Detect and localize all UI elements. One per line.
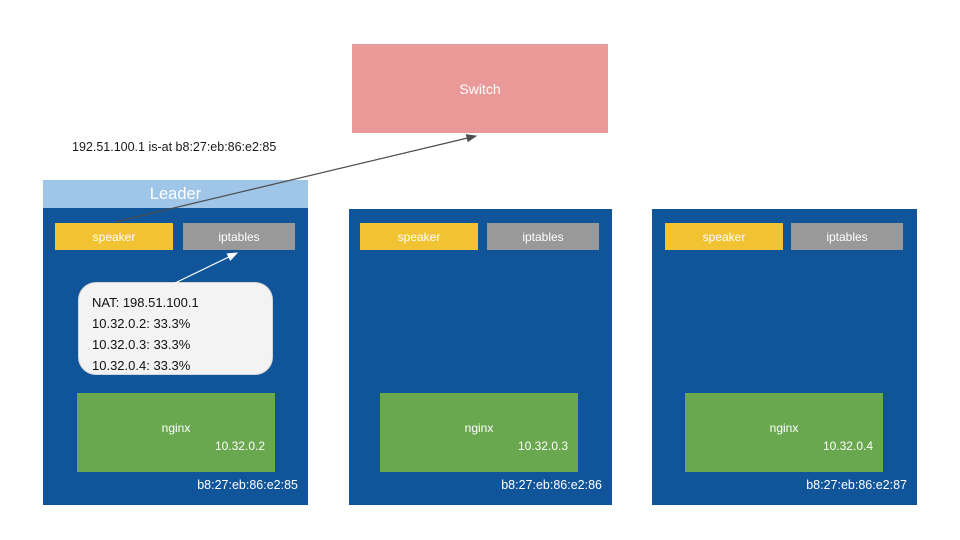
switch-box: Switch <box>352 44 608 133</box>
nat-callout: NAT: 198.51.100.1 10.32.0.2: 33.3% 10.32… <box>78 282 273 375</box>
nat-line: NAT: 198.51.100.1 <box>92 295 199 310</box>
node-mac-address: b8:27:eb:86:e2:87 <box>806 478 907 492</box>
nat-line: 10.32.0.2: 33.3% <box>92 316 191 331</box>
nginx-ip: 10.32.0.4 <box>822 439 873 453</box>
speaker-label: speaker <box>397 229 441 244</box>
speaker-pod-node-2: speaker <box>360 223 478 250</box>
nginx-box-leader: nginx 10.32.0.2 <box>77 393 275 472</box>
switch-label: Switch <box>459 80 501 97</box>
leader-label: Leader <box>149 184 202 203</box>
nginx-ip: 10.32.0.3 <box>517 439 568 453</box>
nat-line: 10.32.0.3: 33.3% <box>92 337 191 352</box>
node-3: speaker iptables nginx 10.32.0.4 b8:27:e… <box>652 209 917 505</box>
nginx-ip: 10.32.0.2 <box>214 439 265 453</box>
nginx-box-node-3: nginx 10.32.0.4 <box>685 393 883 472</box>
iptables-label: iptables <box>826 229 868 244</box>
iptables-label: iptables <box>218 229 260 244</box>
speaker-pod-node-3: speaker <box>665 223 783 250</box>
iptables-label: iptables <box>522 229 564 244</box>
iptables-pod-leader: iptables <box>183 223 295 250</box>
nginx-box-node-2: nginx 10.32.0.3 <box>380 393 578 472</box>
nginx-label: nginx <box>464 421 494 435</box>
nat-line: 10.32.0.4: 33.3% <box>92 358 191 373</box>
iptables-pod-node-2: iptables <box>487 223 599 250</box>
nginx-label: nginx <box>161 421 191 435</box>
node-mac-address: b8:27:eb:86:e2:85 <box>197 478 298 492</box>
node-leader: Leader speaker iptables NAT: 198.51.100.… <box>43 180 308 505</box>
nginx-label: nginx <box>769 421 799 435</box>
node-mac-address: b8:27:eb:86:e2:86 <box>501 478 602 492</box>
speaker-label: speaker <box>92 229 136 244</box>
iptables-pod-node-3: iptables <box>791 223 903 250</box>
node-2: speaker iptables nginx 10.32.0.3 b8:27:e… <box>349 209 612 505</box>
arp-annotation: 192.51.100.1 is-at b8:27:eb:86:e2:85 <box>72 140 277 154</box>
speaker-pod-leader: speaker <box>55 223 173 250</box>
speaker-label: speaker <box>702 229 746 244</box>
leader-header: Leader <box>43 180 308 208</box>
